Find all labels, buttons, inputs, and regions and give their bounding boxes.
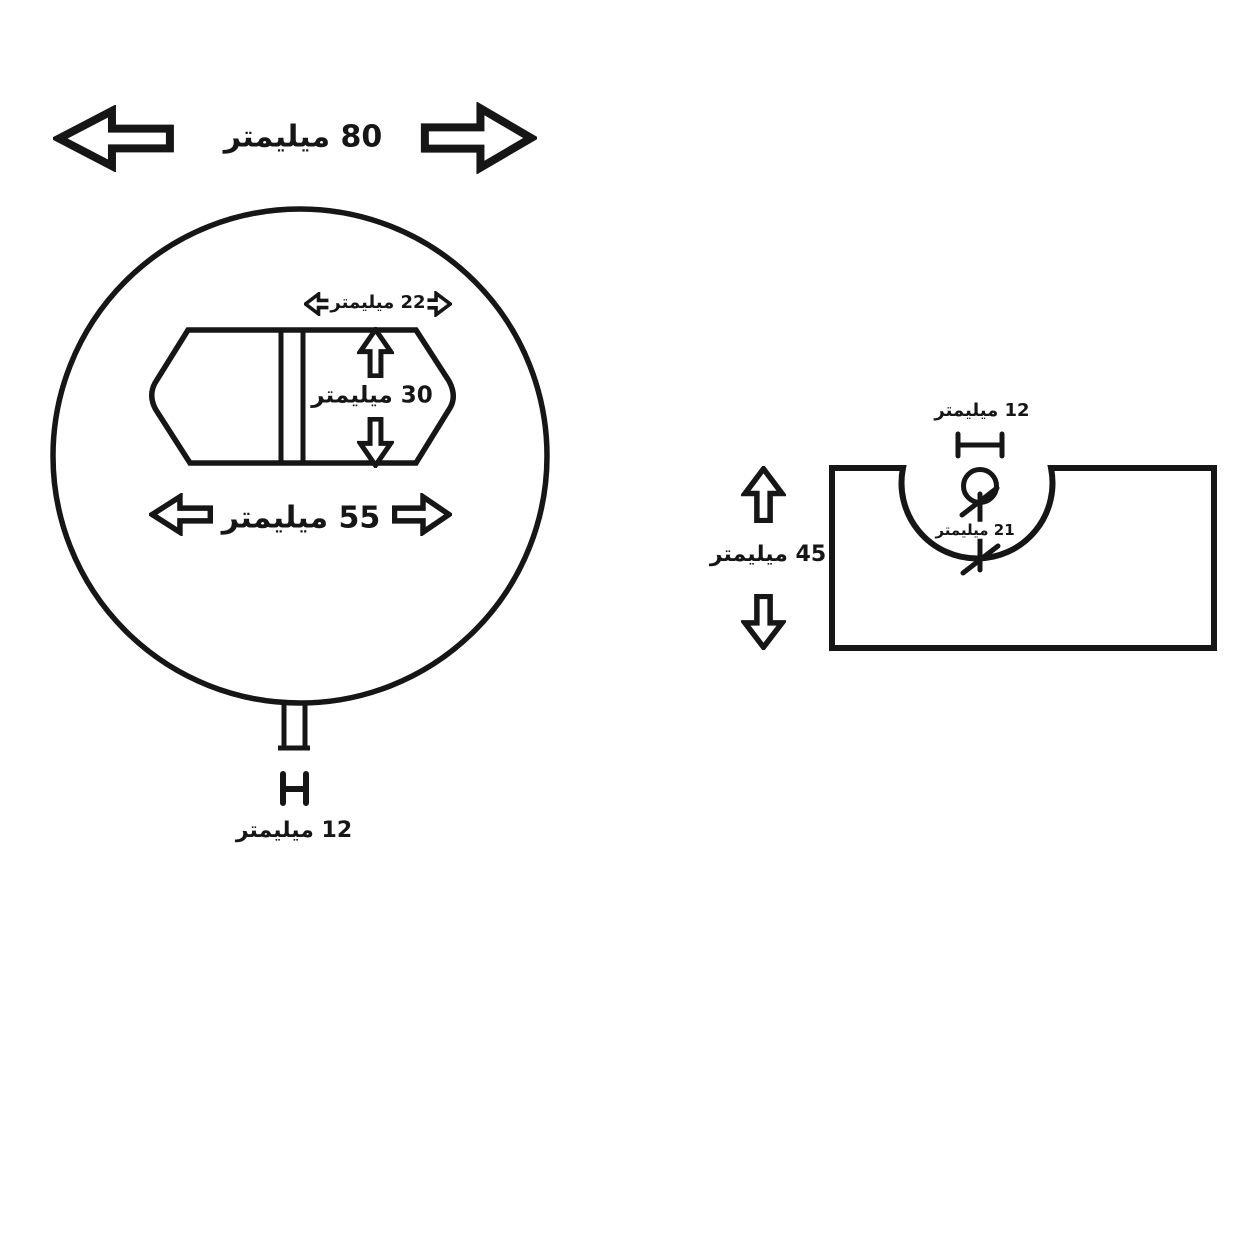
arrow-right-icon [420, 102, 537, 174]
arrow-left-icon [53, 105, 175, 172]
arrow-down-icon [741, 594, 786, 650]
arrow-up-icon [741, 466, 786, 523]
plate-circle-outline [50, 206, 550, 706]
bottom-tab-outline [278, 701, 310, 751]
slot-hexagon-outline [149, 327, 456, 466]
dimension-label-tab-width: 12 ميليمتر [233, 817, 355, 844]
dimension-label-slot-width: 55 ميليمتر [219, 500, 383, 536]
tab-width-marker [280, 771, 309, 806]
block-outline [829, 465, 1217, 651]
dimension-label-block-height: 45 ميليمتر [707, 541, 829, 568]
hole-width-marker [955, 431, 1005, 459]
dimension-label-slot-height: 30 ميليمتر [309, 382, 435, 409]
arrow-down-icon [357, 417, 394, 468]
dimension-label-slot-right-width: 22 ميليمتر [328, 292, 428, 314]
arrow-up-icon [357, 327, 394, 378]
dimension-label-notch-depth: 21 ميليمتر [933, 520, 1017, 539]
dimension-label-hole-width: 12 ميليمتر [932, 400, 1032, 422]
dimension-label-outer-width: 80 ميليمتر [221, 119, 385, 155]
arrow-left-icon [149, 493, 213, 536]
arrow-right-icon [392, 493, 452, 536]
